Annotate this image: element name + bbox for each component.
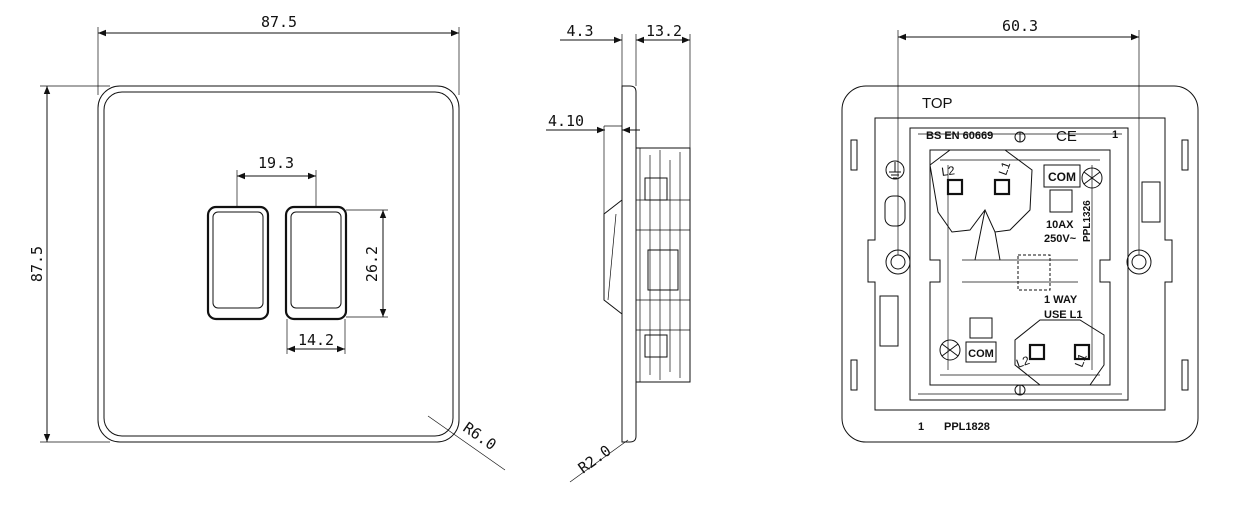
count-label-top: 1 [1112,129,1118,141]
fixing-hole-left [885,249,911,275]
terminal-l1-top: L1 [996,159,1014,177]
standard-label: BS EN 60669 [926,130,993,142]
slot-right-bottom [1181,359,1189,391]
depth-dim-label: 13.2 [646,22,682,40]
front-view: 87.5 87.5 19.3 26.2 14.2 [28,13,506,471]
side-rocker-profile [603,199,623,315]
small-screw-mark-top [1014,131,1026,143]
slot-left-top [850,139,858,171]
height-dim-label: 87.5 [28,246,46,282]
rocker-height-dim-label: 26.2 [363,246,381,282]
plate-thickness-dim-label: 4.3 [566,22,593,40]
fixing-hole-right [1126,249,1152,275]
terminal-l1-bottom: L1 [1072,351,1090,369]
side-view: 4.3 13.2 4.10 R2.0 [546,22,691,483]
front-plate-outline [97,85,460,443]
terminal-com-top: COM [1048,170,1076,184]
terminal-l2-top: L2 [940,163,955,179]
terminal-block-bottom [1014,319,1105,386]
rocker-protrusion-dim-label: 4.10 [548,112,584,130]
rocker-spacing-dim-label: 19.3 [258,154,294,172]
module-code: PPL1326 [1082,200,1093,242]
slot-right-top [1181,139,1189,171]
rating-current: 10AX [1046,219,1074,231]
terminal-l2-bottom: L2 [1014,353,1032,371]
one-way-note-1: 1 WAY [1044,294,1078,306]
back-plate-outline [841,85,1199,443]
rating-voltage: 250V~ [1044,233,1077,245]
earth-icon [885,160,905,180]
edge-radius-leader [569,439,629,483]
switch-module-frame [929,149,1111,386]
small-screw-mark-bottom [1014,384,1026,396]
rocker-width-dim-label: 14.2 [298,331,334,349]
terminal-block-top [929,149,1033,261]
corner-radius-leader [427,415,506,471]
ce-mark: CE [1056,128,1077,145]
fixing-centres-dim-label: 60.3 [1002,17,1038,35]
back-frame-outline [867,117,1173,411]
rocker-left [206,205,270,321]
one-way-note-2: USE L1 [1044,309,1083,321]
width-dim-label: 87.5 [261,13,297,31]
front-plate-inner-edge [103,91,454,437]
rocker-right [284,205,348,321]
side-plate-outline [621,85,637,443]
product-code: PPL1828 [944,421,990,433]
back-view: 60.3 TOP [841,17,1199,443]
slot-left-bottom [850,359,858,391]
corner-radius-dim-label: R6.0 [460,419,500,454]
terminal-com-bottom: COM [968,348,994,360]
top-label: TOP [922,95,953,112]
screw-com-top [1081,167,1103,189]
screw-com-bottom [939,339,961,361]
edge-radius-dim-label: R2.0 [575,441,615,477]
side-mechanism-body [635,147,691,383]
count-label-bottom: 1 [918,421,924,433]
